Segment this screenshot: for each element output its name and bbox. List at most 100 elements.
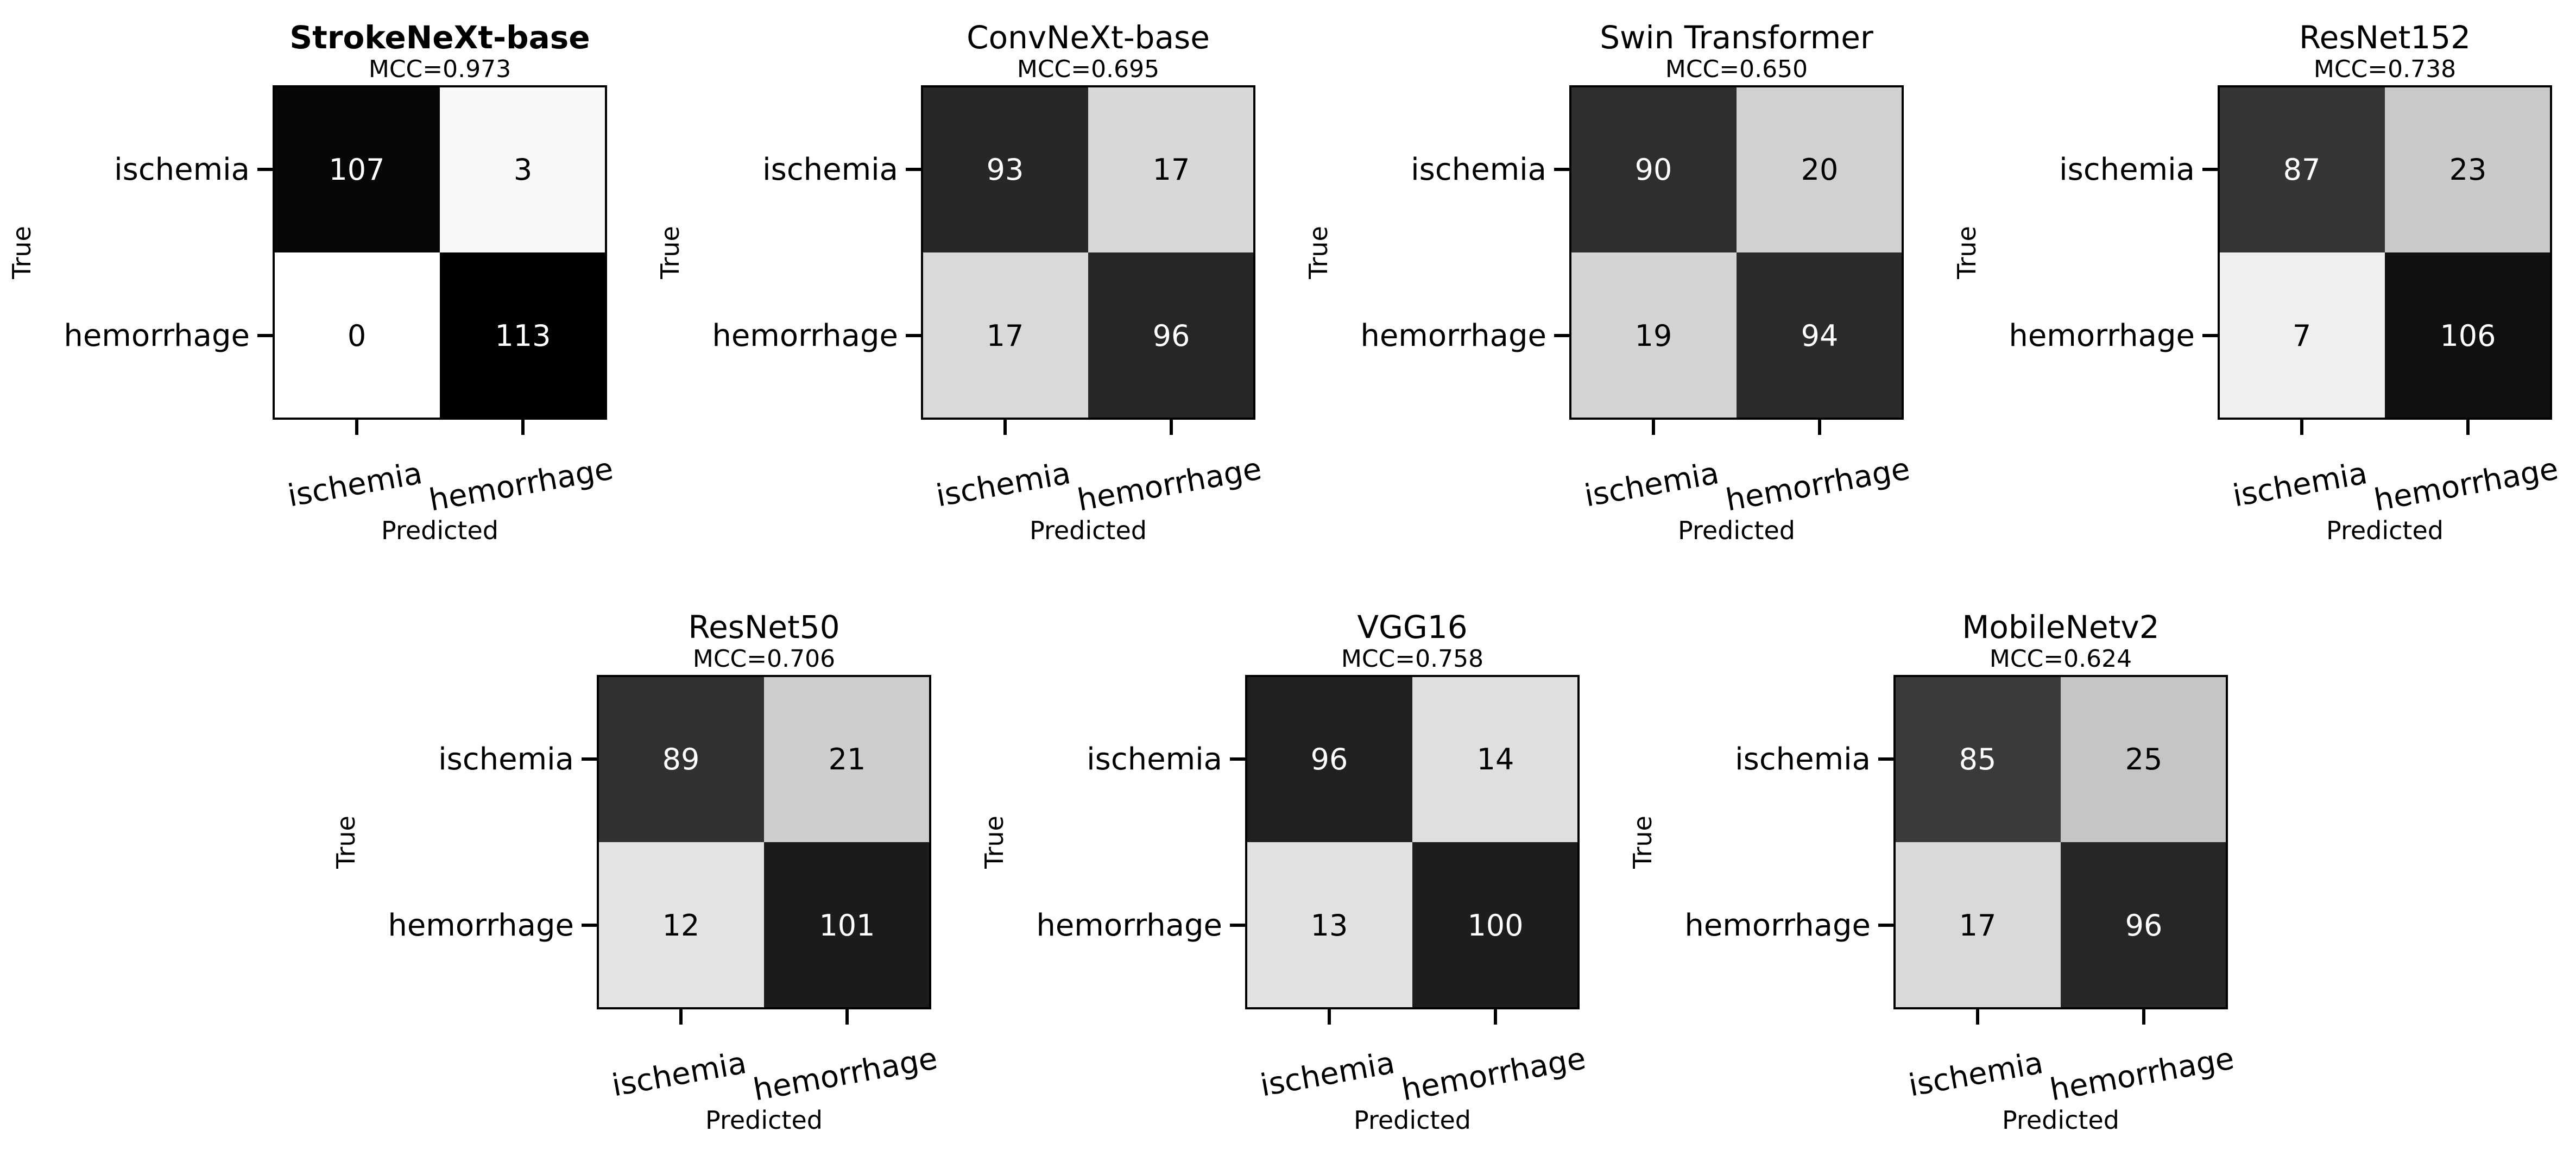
chart-subtitle: MCC=0.695 [1017, 55, 1159, 83]
chart-title: VGG16 [1357, 609, 1467, 646]
cell-value: 90 [1635, 153, 1672, 187]
heatmap-cell [598, 842, 764, 1008]
heatmap-cell [440, 252, 606, 419]
heatmap-cell [1737, 252, 1903, 419]
y-tick-label: ischemia [2059, 152, 2195, 187]
x-axis-label: Predicted [2002, 1105, 2119, 1135]
cell-value: 87 [2283, 153, 2321, 187]
y-axis-label: True [7, 226, 36, 280]
y-axis-label: True [980, 816, 1009, 869]
y-axis-label: True [331, 816, 361, 869]
heatmap-cell [2219, 252, 2385, 419]
cell-value: 14 [1477, 742, 1514, 776]
chart-title: StrokeNeXt-base [289, 19, 590, 56]
heatmap-cell [764, 676, 930, 842]
cell-value: 0 [348, 319, 366, 353]
x-axis-label: Predicted [381, 516, 498, 545]
y-tick-label: ischemia [438, 742, 574, 777]
x-tick-label: ischemia [1582, 456, 1721, 514]
y-tick-label: hemorrhage [2009, 318, 2195, 353]
cell-value: 21 [829, 742, 866, 776]
chart-subtitle: MCC=0.706 [693, 645, 835, 673]
chart-subtitle: MCC=0.973 [369, 55, 511, 83]
y-tick-label: ischemia [1087, 742, 1222, 777]
chart-subtitle: MCC=0.624 [1990, 645, 2132, 673]
cell-value: 12 [662, 908, 700, 943]
heatmap-cell [1246, 676, 1412, 842]
cell-value: 23 [2449, 153, 2487, 187]
heatmap-cell [1895, 676, 2061, 842]
y-axis-label: True [1628, 816, 1657, 869]
y-tick-label: hemorrhage [1036, 908, 1222, 943]
heatmap-cell [2061, 842, 2227, 1008]
x-axis-label: Predicted [1678, 516, 1795, 545]
y-axis-label: True [1304, 226, 1333, 280]
chart-subtitle: MCC=0.758 [1341, 645, 1483, 673]
cell-value: 96 [1311, 742, 1348, 776]
x-axis-label: Predicted [2326, 516, 2444, 545]
cell-value: 3 [514, 153, 532, 187]
heatmap-cell [1895, 842, 2061, 1008]
heatmap-frame [273, 85, 607, 420]
cell-value: 93 [987, 153, 1024, 187]
x-axis-label: Predicted [1030, 516, 1147, 545]
chart-subtitle: MCC=0.650 [1665, 55, 1808, 83]
heatmap-cell [2219, 86, 2385, 252]
heatmap-cell [922, 252, 1088, 419]
x-tick-label: hemorrhage [1075, 451, 1264, 519]
heatmap-cell [1246, 842, 1412, 1008]
heatmap-cell [1737, 86, 1903, 252]
x-axis-label: Predicted [705, 1105, 823, 1135]
x-tick-label: ischemia [1906, 1045, 2045, 1103]
cell-value: 17 [1959, 908, 1997, 943]
x-tick-label: ischemia [2230, 456, 2370, 514]
heatmap-cell [440, 86, 606, 252]
heatmap-cell [1570, 86, 1737, 252]
heatmap-cell [922, 86, 1088, 252]
y-tick-label: ischemia [762, 152, 898, 187]
y-tick-label: ischemia [1411, 152, 1546, 187]
heatmap-frame [597, 675, 931, 1009]
cell-value: 7 [2293, 319, 2311, 353]
heatmap-cell [598, 676, 764, 842]
heatmap-cell [274, 252, 440, 419]
cell-value: 96 [1153, 319, 1190, 353]
cell-value: 20 [1801, 153, 1839, 187]
x-tick-label: hemorrhage [426, 451, 616, 519]
heatmap-frame [921, 85, 1255, 420]
heatmap-frame [2218, 85, 2552, 420]
y-tick-label: hemorrhage [64, 318, 250, 353]
cell-value: 106 [2440, 319, 2496, 353]
cell-value: 107 [329, 153, 384, 187]
cell-value: 101 [819, 908, 875, 943]
cell-value: 13 [1311, 908, 1348, 943]
x-tick-label: hemorrhage [2371, 451, 2561, 519]
cell-value: 89 [662, 742, 700, 776]
x-tick-label: ischemia [609, 1045, 749, 1103]
cell-value: 17 [1153, 153, 1190, 187]
cell-value: 96 [2125, 908, 2163, 943]
heatmap-cell [1570, 252, 1737, 419]
cell-value: 100 [1467, 908, 1523, 943]
cell-value: 94 [1801, 319, 1839, 353]
y-axis-label: True [1952, 226, 1981, 280]
heatmap-frame [1569, 85, 1904, 420]
y-tick-label: ischemia [1735, 742, 1871, 777]
heatmap-frame [1893, 675, 2228, 1009]
chart-title: MobileNetv2 [1962, 609, 2159, 646]
cell-value: 17 [987, 319, 1024, 353]
y-tick-label: ischemia [114, 152, 250, 187]
y-tick-label: hemorrhage [712, 318, 898, 353]
heatmap-cell [1412, 842, 1579, 1008]
heatmap-cell [2061, 676, 2227, 842]
chart-subtitle: MCC=0.738 [2314, 55, 2456, 83]
heatmap-frame [1245, 675, 1580, 1009]
heatmap-cell [764, 842, 930, 1008]
cell-value: 85 [1959, 742, 1997, 776]
cell-value: 113 [495, 319, 551, 353]
y-tick-label: hemorrhage [388, 908, 574, 943]
x-tick-label: hemorrhage [750, 1041, 940, 1108]
cell-value: 25 [2125, 742, 2163, 776]
chart-title: ConvNeXt-base [967, 19, 1210, 56]
